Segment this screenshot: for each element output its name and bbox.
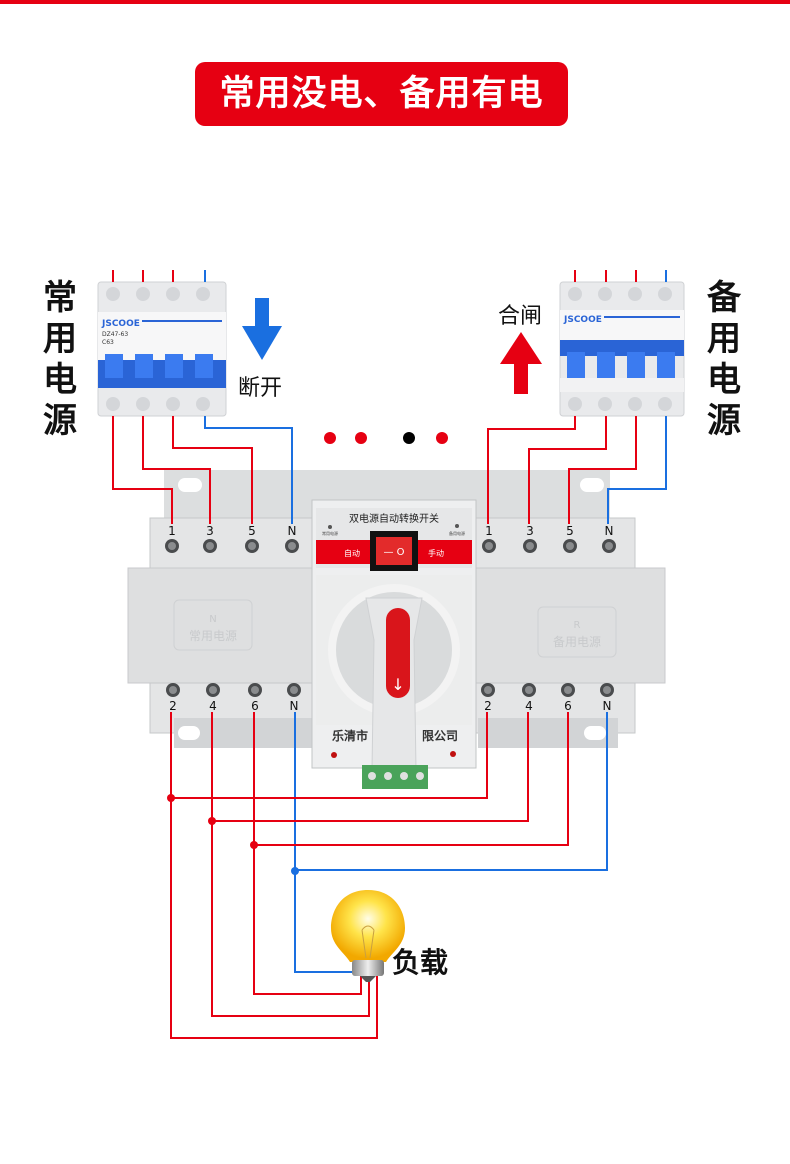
maker-text-left: 乐清市 [332, 728, 368, 743]
top-accent-bar [0, 0, 790, 4]
terminal-top-right-label: 1 [485, 524, 493, 538]
wire-junctions [167, 794, 299, 875]
terminal-bottom-left-screw-head [290, 686, 298, 694]
rotary-handle[interactable]: ↓ [365, 597, 423, 771]
right-panel-letter: R [574, 620, 581, 631]
maker-text-right: 限公司 [422, 728, 458, 743]
indicator-dot [355, 432, 367, 444]
terminal-bottom-right-label: 6 [564, 699, 572, 713]
mode-auto-label: 自动 [344, 548, 360, 558]
terminal-bottom-right-label: N [603, 699, 612, 713]
mode-rocker-switch[interactable]: — O [370, 531, 418, 571]
terminal-top-left-label: N [288, 524, 297, 538]
mode-manual-label: 手动 [428, 548, 444, 558]
control-terminal-block [362, 765, 428, 789]
indicator-dot [324, 432, 336, 444]
svg-text:DZ47-63: DZ47-63 [102, 331, 128, 338]
terminal-bottom-right-label: 2 [484, 699, 492, 713]
terminal-bottom-left-label: 2 [169, 699, 177, 713]
down-arrow-icon [242, 298, 282, 360]
light-bulb-icon [331, 890, 405, 982]
ats-panel-title: 双电源自动转换开关 [349, 512, 439, 525]
terminal-bottom-left-screw-head [209, 686, 217, 694]
terminal-bottom-right-screw-head [525, 686, 533, 694]
switch-symbols: — O [383, 547, 404, 558]
wires [112, 416, 667, 1039]
up-arrow-icon [500, 332, 542, 394]
left-source-label: 常用电源 [43, 278, 77, 441]
terminal-top-left-screw-head [206, 542, 214, 550]
terminal-top-right-label: 5 [566, 524, 574, 538]
terminal-top-left-screw-head [248, 542, 256, 550]
left-action-label: 断开 [238, 376, 283, 401]
terminal-top-right-screw-head [566, 542, 574, 550]
terminal-bottom-left-label: 4 [209, 699, 217, 713]
terminal-top-left-screw-head [168, 542, 176, 550]
right-breaker: JSCOOE [559, 281, 685, 417]
terminal-top-right-screw-head [485, 542, 493, 550]
handle-arrow-icon: ↓ [391, 675, 404, 694]
terminal-top-left-label: 1 [168, 524, 176, 538]
left-panel-letter: N [209, 614, 216, 625]
terminal-top-right-screw-head [605, 542, 613, 550]
terminal-bottom-left-label: N [290, 699, 299, 713]
right-source-label: 备用电源 [707, 278, 741, 441]
page-title: 常用没电、备用有电 [195, 62, 568, 126]
load-label: 负载 [392, 946, 448, 979]
right-panel-text: 备用电源 [553, 635, 601, 649]
terminal-bottom-right-screw-head [603, 686, 611, 694]
svg-text:JSCOOE: JSCOOE [563, 315, 602, 325]
left-breaker: JSCOOE DZ47-63 C63 [97, 281, 227, 417]
led-right-label: 备用电源 [449, 530, 465, 536]
right-action-label: 合闸 [498, 304, 543, 329]
terminal-bottom-right-screw-head [484, 686, 492, 694]
svg-text:JSCOOE: JSCOOE [101, 319, 140, 329]
indicator-dot [403, 432, 415, 444]
terminal-top-right-label: 3 [526, 524, 534, 538]
terminal-top-right-label: N [605, 524, 614, 538]
terminal-top-right-screw-head [526, 542, 534, 550]
terminal-bottom-left-screw-head [251, 686, 259, 694]
terminal-top-left-label: 3 [206, 524, 214, 538]
ats-body: N 常用电源 R 备用电源 双电源自动转换开关 常用电源 备用电源 自动 手动 … [127, 470, 666, 789]
svg-text:C63: C63 [102, 339, 114, 346]
terminal-bottom-right-label: 4 [525, 699, 533, 713]
terminal-top-left-screw-head [288, 542, 296, 550]
terminal-bottom-right-screw-head [564, 686, 572, 694]
terminal-bottom-left-label: 6 [251, 699, 259, 713]
terminal-top-left-label: 5 [248, 524, 256, 538]
led-left-label: 常用电源 [322, 530, 338, 536]
terminal-bottom-left-screw-head [169, 686, 177, 694]
indicator-dot [436, 432, 448, 444]
left-panel-text: 常用电源 [189, 629, 237, 643]
